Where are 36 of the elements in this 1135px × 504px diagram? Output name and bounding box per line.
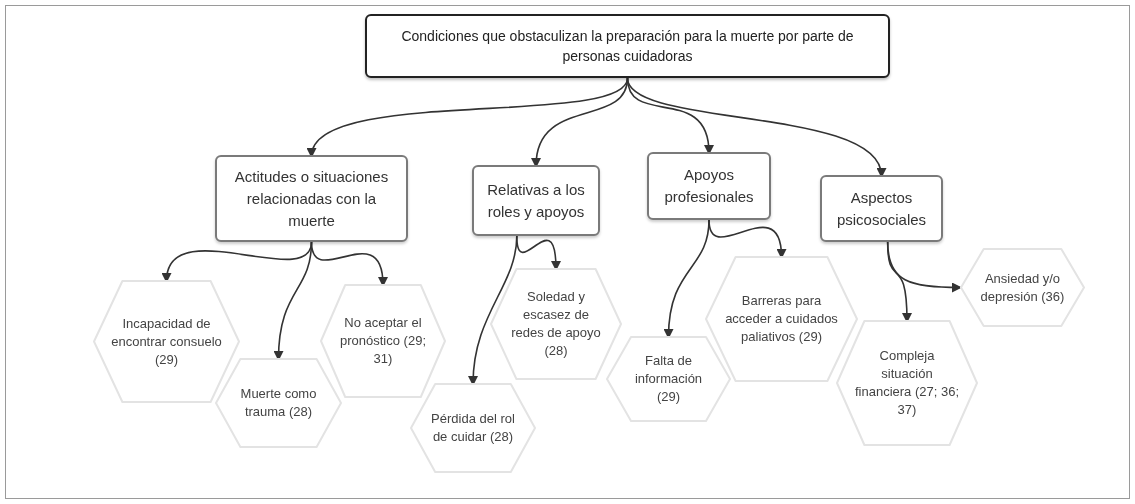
arrow (531, 77, 629, 168)
node-text: Barreras para acceder a cuidados paliativos (29) (724, 292, 839, 346)
arrow (163, 241, 313, 283)
node-text: Soledad y escasez de redes de apoyo (28) (510, 288, 602, 360)
category-box (820, 175, 943, 242)
node-text: No aceptar el pronóstico (29; 31) (339, 314, 427, 368)
hexagon-node (410, 383, 536, 473)
hexagon-node (705, 256, 858, 382)
category-box (472, 165, 600, 236)
title-text: Condiciones que obstaculizan la preparación para la muerte por parte de personas cuidadoras (400, 27, 855, 66)
category-box (647, 152, 771, 220)
node-text: Falta de información (29) (633, 352, 704, 406)
category-text: Relativas a los roles y apoyos (486, 179, 586, 222)
arrow (516, 235, 561, 271)
node-text: Compleja situación financiera (27; 36; 37) (854, 347, 960, 419)
node-text: Muerte como trauma (28) (239, 385, 318, 421)
category-text: Actitudes o situaciones relacionadas con la muerte (233, 166, 390, 231)
arrow (309, 77, 629, 158)
category-text: Aspectos psicosociales (835, 187, 928, 230)
node-text: Ansiedad y/o depresión (36) (979, 269, 1066, 306)
node-text: Pérdida del rol de cuidar (28) (430, 410, 516, 446)
hexagon-node (320, 284, 446, 398)
hexagon-node (215, 358, 342, 448)
arrow (886, 241, 962, 293)
node-text: Incapacidad de encontrar consuelo (29) (111, 314, 222, 369)
hexagon-node (960, 248, 1085, 327)
arrow (708, 219, 786, 259)
category-text: Apoyos profesionales (663, 165, 755, 207)
title-box (365, 14, 890, 78)
hexagon-node (836, 320, 978, 446)
hexagon-node (490, 268, 622, 380)
hexagon-node (606, 336, 731, 422)
arrow (626, 77, 884, 178)
category-box (215, 155, 408, 242)
hexagon-node (93, 280, 240, 403)
arrow (310, 241, 388, 287)
